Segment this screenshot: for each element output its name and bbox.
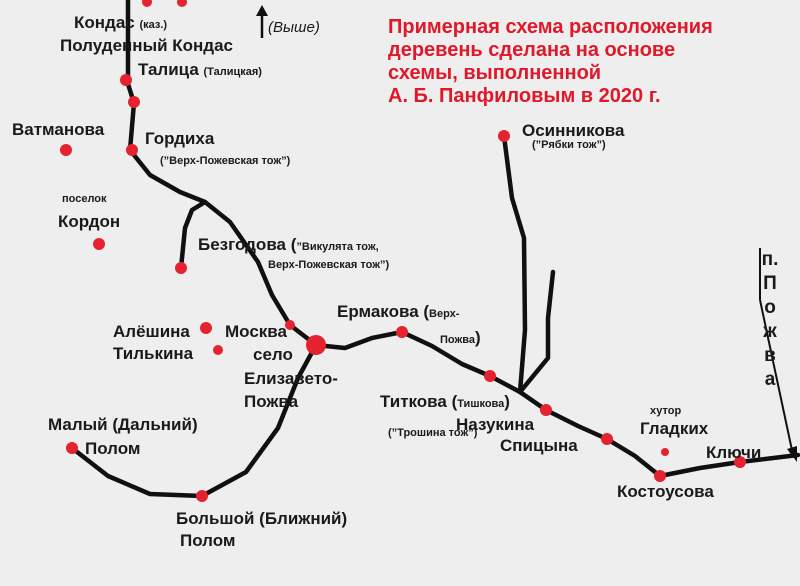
label-klyuchi: Ключи — [706, 443, 762, 462]
village-dots — [60, 0, 746, 502]
label-titkova: Титкова (Тишкова) — [380, 392, 510, 411]
label-bezgodova: Безгодова (”Викулята тож, — [198, 235, 379, 254]
label-moskva: Москва — [225, 322, 287, 341]
north-indicator-text: (Выше) — [268, 19, 320, 36]
label-malyi-polom: Полом — [85, 439, 141, 458]
label-spitsyna: Спицына — [500, 436, 578, 455]
road-branch-east — [517, 269, 556, 395]
title-line: Примерная схема расположения — [388, 16, 713, 38]
label-bolshoi-polom: Полом — [180, 531, 236, 550]
label-talitsa: Талица (Талицкая) — [138, 60, 262, 79]
label-ermakova: Ермакова (Верх- — [337, 302, 460, 321]
label-tilkina: Тилькина — [113, 344, 194, 363]
label-gordikha: Гордиха — [145, 129, 215, 148]
label-troshina-note: (”Трошина тож”) — [388, 427, 478, 439]
title-line: схемы, выполненной — [388, 62, 602, 84]
label-vatmanova: Ватманова — [12, 120, 105, 139]
river-label: п. П о ж в а — [761, 249, 779, 390]
label-malyi: Малый (Дальний) — [48, 415, 198, 434]
north-arrow-icon — [256, 5, 268, 38]
label-osinnikova-note: (”Рябки тож”) — [532, 139, 606, 151]
label-bolshoi: Большой (Ближний) — [176, 509, 348, 528]
label-bezgodova-note: Верх-Пожевская тож”) — [268, 259, 390, 271]
label-poludenny-kondas: Полуденный Кондас — [60, 36, 233, 55]
road-polom — [69, 342, 319, 499]
label-pozhva: Пожва — [244, 392, 299, 411]
road-osinnikova — [501, 133, 528, 395]
road-bezgodova — [178, 199, 208, 271]
label-nazukina: Назукина — [456, 415, 535, 434]
label-khutor: хутор — [650, 405, 682, 417]
road-east — [313, 329, 800, 479]
label-ermakova-note: Пожва) — [440, 328, 481, 347]
label-osinnikova: Осинникова — [522, 121, 625, 140]
map-title: Примерная схема расположения деревень сд… — [388, 16, 713, 108]
label-kostousova: Костоусова — [617, 482, 714, 501]
label-kondas: Кондас (каз.) — [74, 13, 168, 32]
title-line: А. Б. Панфиловым в 2020 г. — [388, 85, 661, 107]
label-alyoshina: Алёшина — [113, 322, 190, 341]
label-gordikha-note: (”Верх-Пожевская тож”) — [160, 155, 291, 167]
label-gladkikh: Гладких — [640, 419, 709, 438]
label-selo: село — [253, 345, 293, 364]
label-elizaveto: Елизавето- — [244, 369, 338, 388]
title-line: деревень сделана на основе — [388, 39, 676, 61]
label-poselok: поселок — [62, 193, 107, 205]
label-kordon: Кордон — [58, 212, 121, 231]
